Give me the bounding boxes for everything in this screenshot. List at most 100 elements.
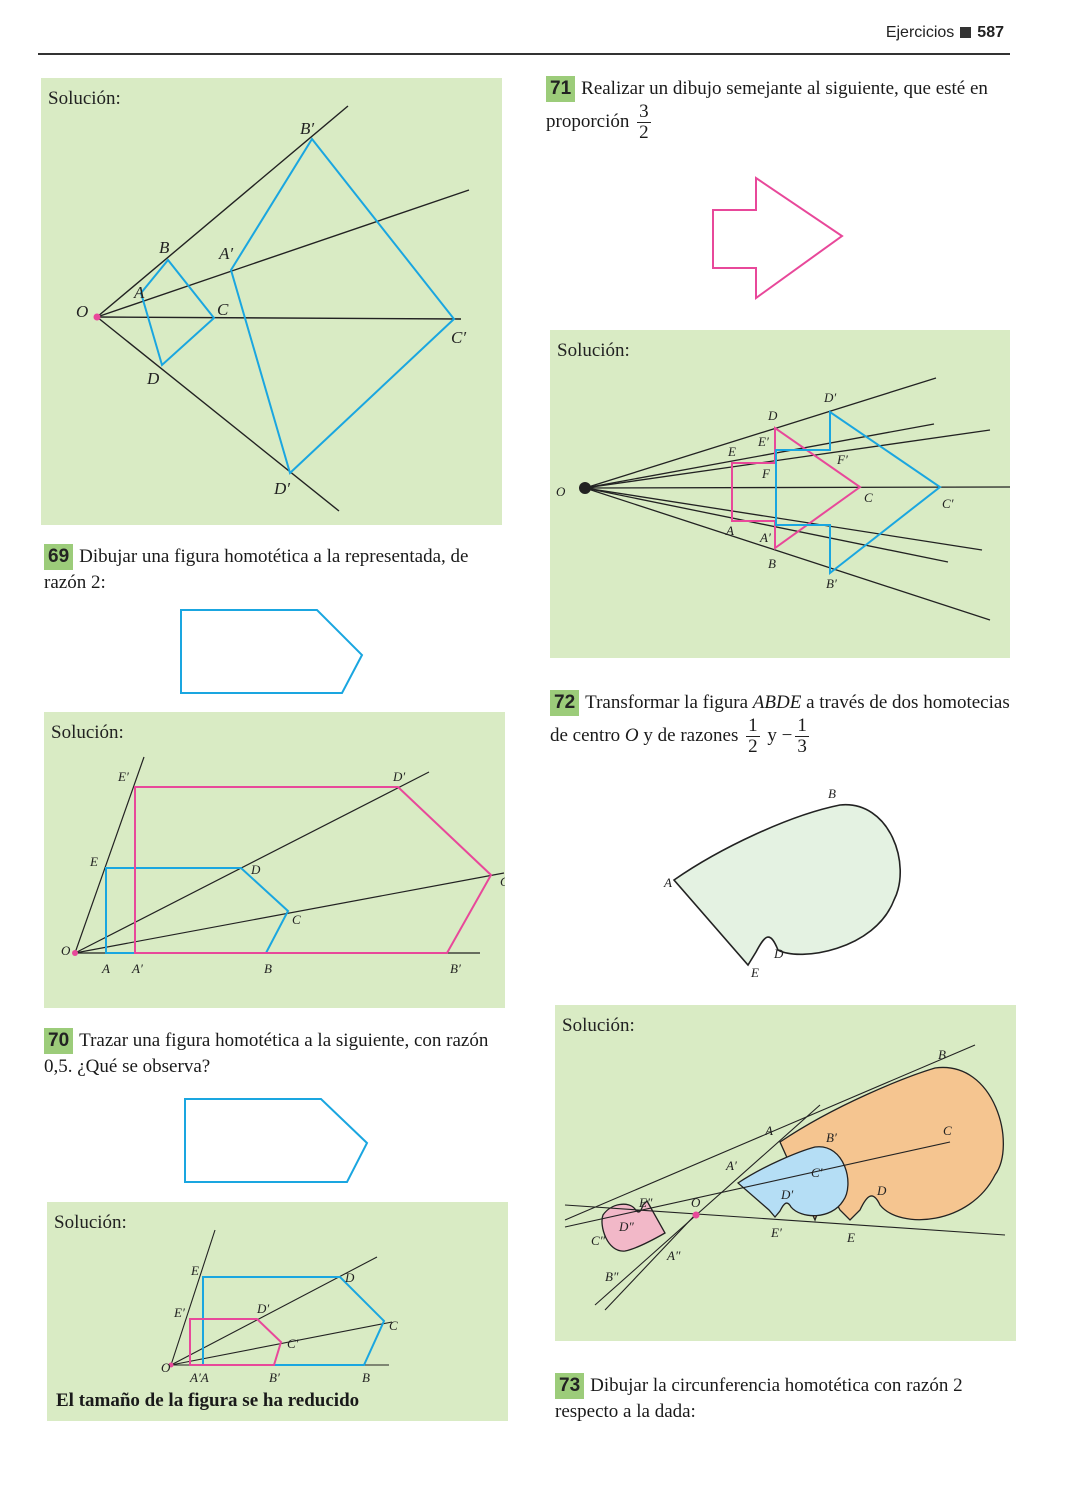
third-shape xyxy=(601,1199,666,1252)
label-B: B xyxy=(768,556,776,571)
label-A: A xyxy=(764,1123,773,1138)
label-D-prime: D′ xyxy=(823,390,836,405)
label-B: B xyxy=(362,1370,370,1385)
label-D: D xyxy=(767,408,778,423)
center-point xyxy=(93,313,101,321)
solution-box-71: Solución: O A A′ B B′ C C′ D D′ E E′ F F… xyxy=(550,330,1010,658)
label-O: O xyxy=(691,1195,701,1210)
label-C-double-prime: C″ xyxy=(591,1233,606,1248)
label-D: D xyxy=(146,369,160,388)
solution-box-70: Solución: O A′A B′ B C C′ D D′ E E′ El t… xyxy=(47,1202,508,1421)
figure-72-solution: O A A′ A″ B B′ B″ C C′ C″ D D′ D″ E E′ E… xyxy=(564,1044,1006,1311)
label-C-prime: C′ xyxy=(811,1165,823,1180)
label-E: E xyxy=(89,854,98,869)
label-D: D xyxy=(773,946,784,961)
label-C: C xyxy=(292,912,301,927)
center-name: O xyxy=(624,724,639,746)
label-B: B xyxy=(159,238,170,257)
figure-name: ABDE xyxy=(752,692,802,713)
label-B-prime: B′ xyxy=(269,1370,280,1385)
figure-71: O A A′ B B′ C C′ D D′ E E′ F F′ xyxy=(556,377,1010,621)
shape-72: A B D E xyxy=(663,786,902,980)
label-B: B xyxy=(828,786,836,801)
label-C-prime: C′ xyxy=(942,496,954,511)
solution-label: Solución: xyxy=(562,1015,635,1036)
arrow-shape-71 xyxy=(712,176,844,300)
label-B: B xyxy=(938,1047,946,1062)
solution-box-68: Solución: O A B C D A′ B′ C′ D′ xyxy=(41,78,502,525)
label-C: C xyxy=(864,490,873,505)
ray-b xyxy=(96,105,349,318)
solution-box-69: Solución: O A A′ B B′ C C′ D D′ E E′ xyxy=(44,712,505,1008)
enlarged-arrow xyxy=(775,410,942,576)
exercise-text: Dibujar una figura homotética a la repre… xyxy=(44,546,469,593)
small-figure xyxy=(105,867,290,954)
label-A-prime: A′ xyxy=(131,961,143,976)
label-E-double-prime: E″ xyxy=(638,1195,653,1210)
label-A: A xyxy=(725,523,734,538)
solution-label: Solución: xyxy=(557,340,630,361)
figure-68: O A B C D A′ B′ C′ D′ xyxy=(76,105,470,512)
label-B: B xyxy=(264,961,272,976)
label-F-prime: F′ xyxy=(836,452,848,467)
label-D-double-prime: D″ xyxy=(618,1219,634,1234)
label-A-double-prime: A″ xyxy=(666,1248,681,1263)
label-C: C xyxy=(943,1123,952,1138)
shape-70 xyxy=(184,1098,369,1183)
exercise-text: Trazar una figura homotética a la siguie… xyxy=(44,1030,489,1077)
label-E: E xyxy=(750,965,759,980)
conclusion-text: El tamaño de la figura se ha reducido xyxy=(56,1390,360,1411)
label-D: D xyxy=(344,1270,355,1285)
label-A-prime: A′ xyxy=(759,530,771,545)
label-D-prime: D′ xyxy=(273,479,290,498)
exercise-number: 72 xyxy=(550,690,580,716)
label-B-prime: B′ xyxy=(826,576,837,591)
figure-70: O A′A B′ B C C′ D D′ E E′ xyxy=(161,1229,398,1385)
label-A-prime: A′ xyxy=(218,244,233,263)
label-A-prime-A: A′A xyxy=(189,1370,209,1385)
label-B-double-prime: B″ xyxy=(605,1269,619,1284)
shape-69 xyxy=(180,609,364,694)
small-quadrilateral xyxy=(139,258,216,367)
large-quadrilateral xyxy=(229,137,456,475)
label-C: C xyxy=(389,1318,398,1333)
solution-box-72: Solución: O A A′ A″ B B′ B″ C C′ C″ D D′… xyxy=(555,1005,1016,1341)
exercise-number: 73 xyxy=(555,1373,585,1399)
label-D-prime: D′ xyxy=(392,769,405,784)
label-O: O xyxy=(76,302,88,321)
exercise-text: Dibujar la circunferencia homotética con… xyxy=(555,1375,963,1422)
label-D-prime: D′ xyxy=(256,1301,269,1316)
label-D: D xyxy=(250,862,261,877)
label-B-prime: B′ xyxy=(826,1130,837,1145)
label-D: D xyxy=(876,1183,887,1198)
label-O: O xyxy=(556,484,566,499)
label-E: E xyxy=(190,1263,199,1278)
label-E-prime: E′ xyxy=(173,1305,185,1320)
ray-c xyxy=(96,316,462,320)
half-shape xyxy=(736,1146,849,1219)
label-E-prime: E′ xyxy=(770,1225,782,1240)
label-C: C xyxy=(217,300,229,319)
exercise-number: 71 xyxy=(546,76,576,102)
label-E-prime: E′ xyxy=(117,769,129,784)
label-O: O xyxy=(161,1360,171,1375)
solution-label: Solución: xyxy=(54,1212,127,1233)
reduced-figure xyxy=(189,1318,283,1366)
label-F: F xyxy=(761,466,771,481)
label-B-prime: B′ xyxy=(450,961,461,976)
label-A: A xyxy=(663,875,672,890)
solution-label: Solución: xyxy=(51,722,124,743)
label-E-prime: E′ xyxy=(757,434,769,449)
label-A-prime: A′ xyxy=(725,1158,737,1173)
label-C-prime: C′ xyxy=(451,328,466,347)
header-rule xyxy=(38,53,1010,55)
label-C-prime: C′ xyxy=(287,1336,299,1351)
solution-label: Solución: xyxy=(48,88,121,109)
